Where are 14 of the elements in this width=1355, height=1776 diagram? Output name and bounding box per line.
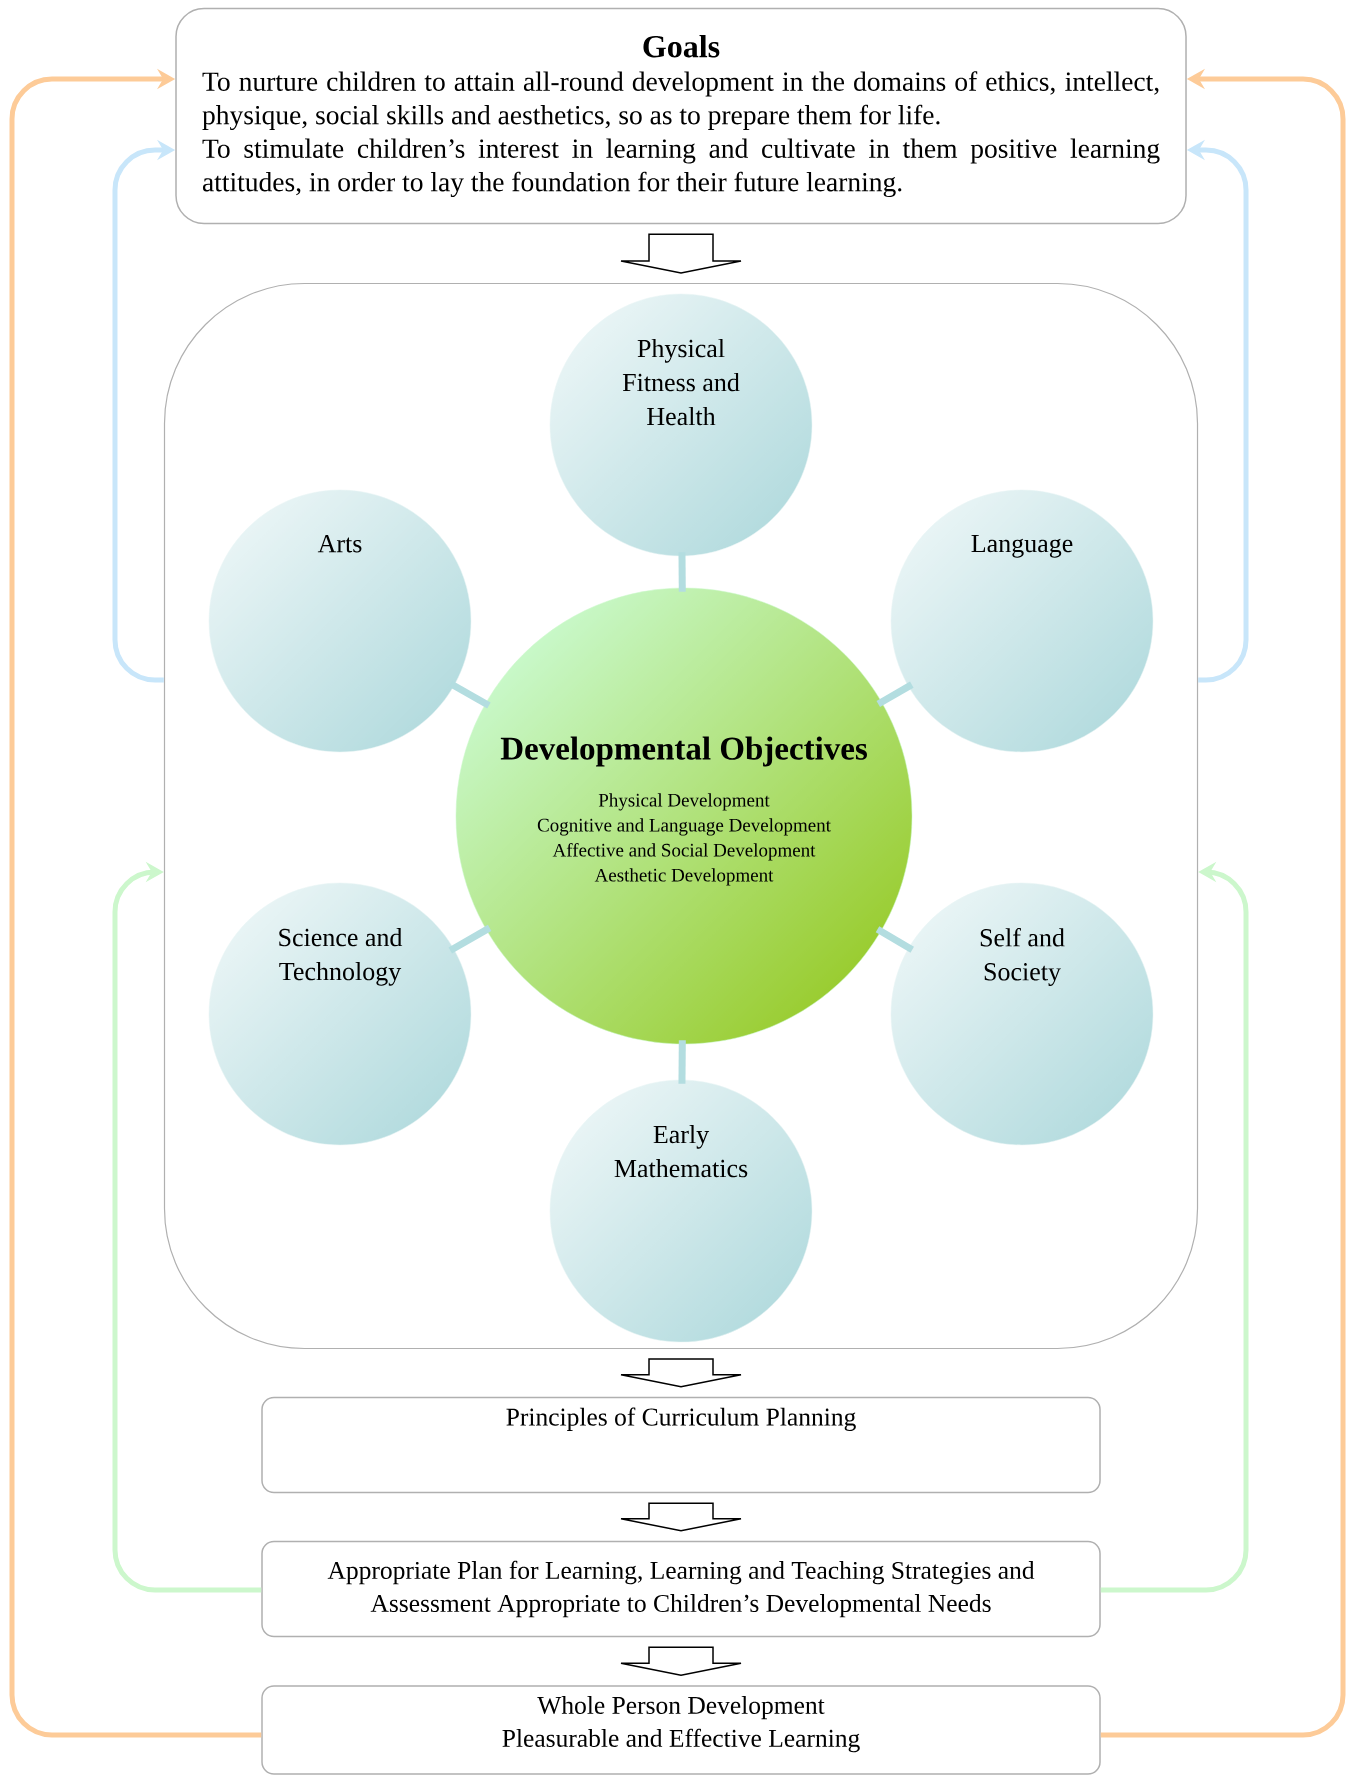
- process-box: Principles of Curriculum Planning: [261, 1396, 1101, 1494]
- feedback-arrow: [112, 861, 262, 1593]
- feedback-arrow: [9, 68, 262, 1738]
- spoke-line: [448, 924, 492, 954]
- block-arrow: [620, 1358, 742, 1388]
- process-box: Appropriate Plan for Learning, Learning and Teaching Strategies and Assessment Appropriate to Children’s Developmental Needs: [261, 1540, 1101, 1638]
- process-box: Whole Person Development Pleasurable and Effective Learning: [261, 1685, 1101, 1775]
- spoke-line: [875, 926, 914, 953]
- spoke-line: [876, 681, 914, 707]
- block-arrow: [620, 1646, 742, 1677]
- rounded-panel: [163, 282, 1199, 1350]
- block-arrow: [620, 233, 742, 274]
- goals-box: Goals To nurture children to attain all-round development in the domains of ethics, intellect, physique, social skills and aesthetics, so as to prepare them for life. To stimulate children’s interest in learning and cultivate in them positive learning attitudes, in order to lay the foundation for their future learning.: [175, 7, 1187, 225]
- block-arrow: [620, 1502, 742, 1532]
